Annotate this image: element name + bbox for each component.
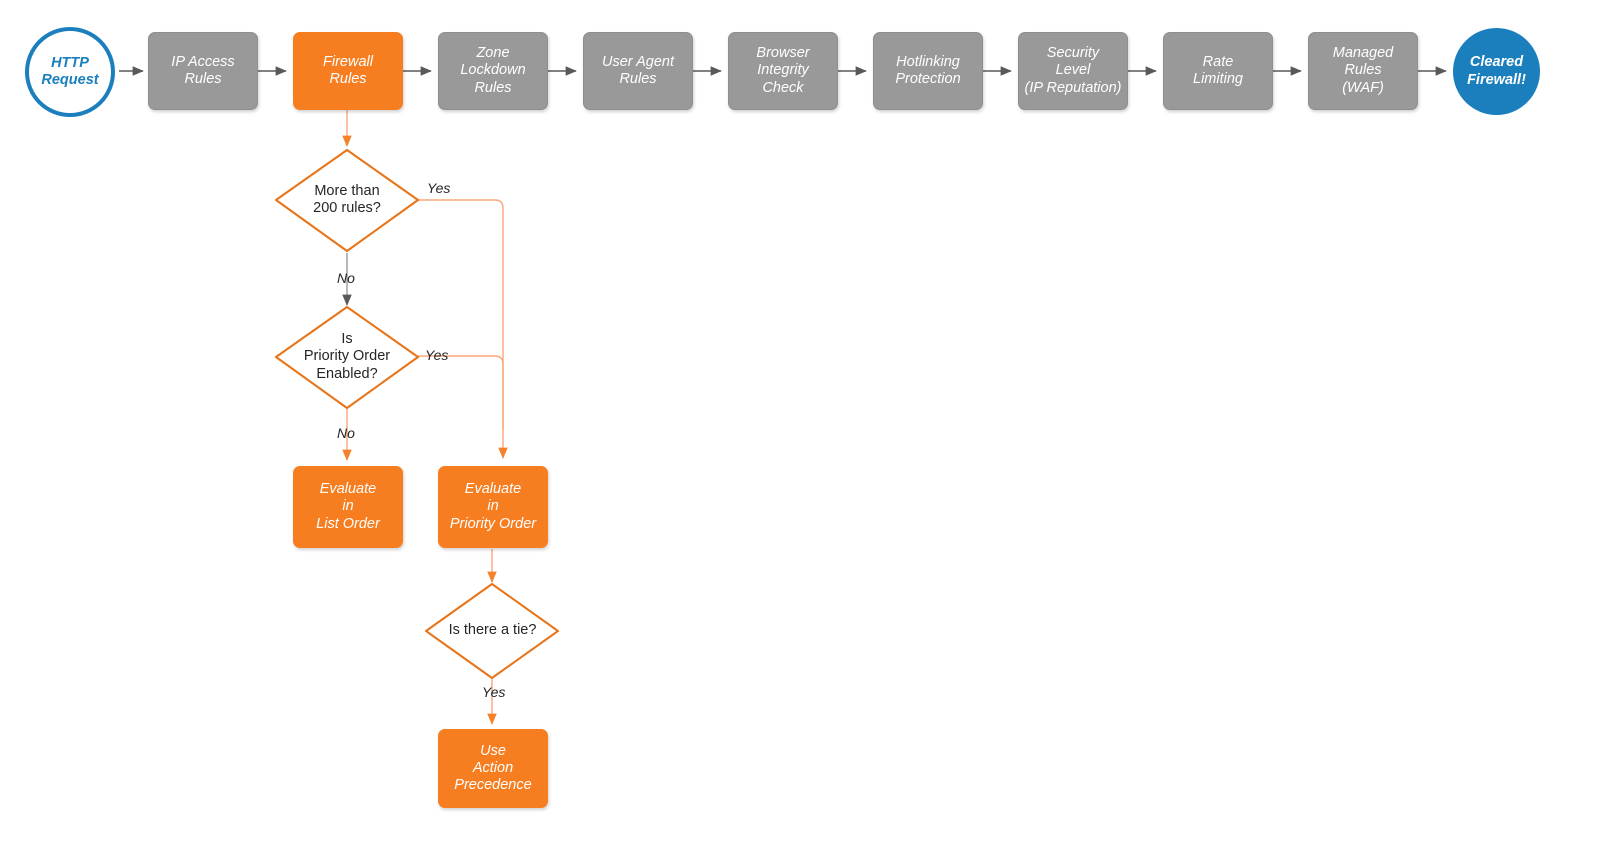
node-ip-access-rules-label: IP Access Rules	[171, 53, 235, 87]
node-hotlinking-protection-label: Hotlinking Protection	[895, 53, 961, 87]
node-evaluate-in-priority-order[interactable]: Evaluate in Priority Order	[438, 466, 548, 548]
edge-label-yes-tie: Yes	[482, 684, 506, 700]
edge-d1-yes-to-priority-order	[418, 199, 508, 459]
node-hotlinking-protection[interactable]: Hotlinking Protection	[873, 32, 983, 110]
node-firewall-rules[interactable]: Firewall Rules	[293, 32, 403, 110]
node-browser-integrity-check-label: Browser Integrity Check	[756, 45, 810, 96]
node-http-request[interactable]: HTTP Request	[25, 27, 115, 117]
node-managed-rules-waf-label: Managed Rules (WAF)	[1332, 45, 1394, 96]
node-security-level-label: Security Level (IP Reputation)	[1024, 45, 1122, 96]
node-managed-rules-waf[interactable]: Managed Rules (WAF)	[1308, 32, 1418, 110]
node-http-request-label: HTTP Request	[41, 54, 99, 88]
node-user-agent-rules[interactable]: User Agent Rules	[583, 32, 693, 110]
decision-priority-enabled-label: Is Priority Order Enabled?	[303, 330, 391, 382]
decision-more-than-200-shape	[274, 148, 420, 253]
decision-is-there-a-tie-label: Is there a tie?	[448, 622, 537, 639]
decision-is-there-a-tie-shape	[424, 582, 560, 680]
node-ip-access-rules[interactable]: IP Access Rules	[148, 32, 258, 110]
node-browser-integrity-check[interactable]: Browser Integrity Check	[728, 32, 838, 110]
node-cleared-firewall-label: Cleared Firewall!	[1467, 54, 1526, 88]
node-rate-limiting-label: Rate Limiting	[1193, 53, 1243, 87]
edge-label-yes-more-than-200: Yes	[427, 180, 451, 196]
node-evaluate-in-list-order-label: Evaluate in List Order	[316, 481, 380, 532]
node-cleared-firewall[interactable]: Cleared Firewall!	[1453, 28, 1540, 115]
node-rate-limiting[interactable]: Rate Limiting	[1163, 32, 1273, 110]
edge-d2-yes-to-priority-order	[418, 355, 504, 430]
node-security-level[interactable]: Security Level (IP Reputation)	[1018, 32, 1128, 110]
node-user-agent-rules-label: User Agent Rules	[602, 53, 674, 87]
node-evaluate-in-list-order[interactable]: Evaluate in List Order	[293, 466, 403, 548]
node-firewall-rules-label: Firewall Rules	[323, 53, 373, 87]
node-zone-lockdown-rules-label: Zone Lockdown Rules	[460, 45, 526, 96]
decision-more-than-200-label: More than 200 rules?	[313, 182, 381, 216]
edge-label-no-priority-enabled: No	[337, 425, 355, 441]
node-evaluate-in-priority-order-label: Evaluate in Priority Order	[449, 481, 537, 532]
node-use-action-precedence-label: Use Action Precedence	[454, 742, 532, 794]
edge-label-no-more-than-200: No	[337, 270, 355, 286]
edge-label-yes-priority-enabled: Yes	[425, 347, 449, 363]
decision-priority-enabled-shape	[274, 305, 420, 410]
node-zone-lockdown-rules[interactable]: Zone Lockdown Rules	[438, 32, 548, 110]
node-use-action-precedence[interactable]: Use Action Precedence	[438, 729, 548, 808]
